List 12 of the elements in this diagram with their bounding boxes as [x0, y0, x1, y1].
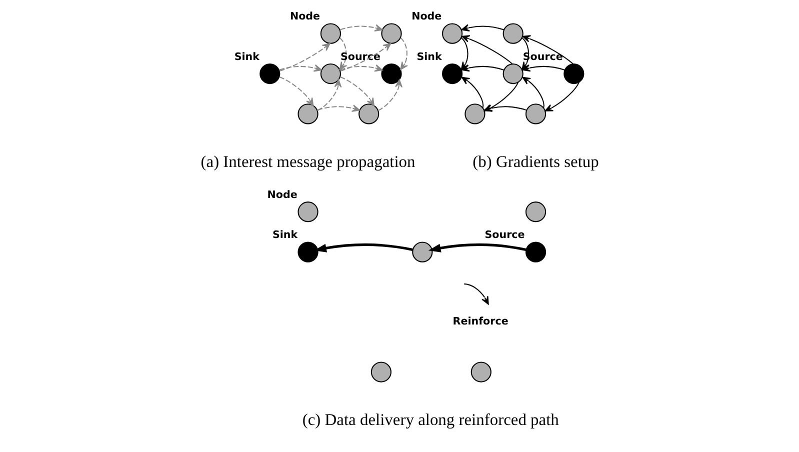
label: (a) Interest message propagation: [200, 152, 415, 171]
label: (c) Data delivery along reinforced path: [302, 410, 558, 429]
node-label: Node: [266, 188, 297, 201]
node-text: Reinforce: [452, 316, 508, 328]
node-label: Sink: [234, 50, 259, 63]
node-label: Node: [411, 10, 442, 23]
node-label: Sink: [272, 229, 298, 242]
node-label: Source: [340, 50, 380, 63]
node-label: Source: [484, 229, 524, 242]
node-label: Node: [289, 10, 320, 23]
node-label: Sink: [416, 50, 442, 63]
label: (b) Gradients setup: [472, 152, 598, 171]
